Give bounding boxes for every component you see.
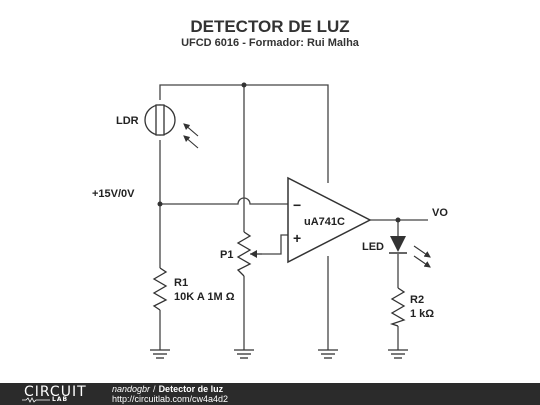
circuit-title-link[interactable]: Detector de luz — [158, 384, 224, 394]
circuitlab-logo[interactable]: CIRCUIT — [24, 384, 87, 400]
opamp-label: uA741C — [304, 216, 345, 228]
ground-icon-p1 — [234, 349, 254, 359]
p1-label: P1 — [220, 249, 233, 261]
footer-bar: CIRCUIT LAB nandogbr/Detector de luz htt… — [0, 383, 540, 405]
junction-dot-ldr — [157, 201, 163, 207]
wire-wiper-to-plus — [250, 234, 288, 255]
r1-resistor-symbol — [152, 267, 168, 311]
junction-dot-top — [241, 82, 247, 88]
footer-author-line: nandogbr/Detector de luz — [112, 384, 223, 394]
ldr-symbol — [144, 104, 199, 149]
r2-name-label: R2 — [410, 294, 424, 306]
ldr-label: LDR — [116, 115, 139, 127]
r2-resistor-symbol — [389, 287, 406, 327]
output-label: VO — [432, 207, 448, 219]
supply-label: +15V/0V — [92, 188, 135, 200]
led-label: LED — [362, 241, 384, 253]
ground-icon-opamp — [318, 349, 338, 359]
circuit-url-link[interactable]: http://circuitlab.com/cw4a4d2 — [112, 394, 229, 404]
diagram-subtitle: UFCD 6016 - Formador: Rui Malha — [181, 37, 359, 49]
junction-dots — [157, 82, 401, 223]
ground-symbols — [150, 349, 408, 359]
footer-separator: / — [153, 384, 156, 394]
r2-value-label: 1 kΩ — [410, 308, 434, 320]
circuit-schematic: LDR +15V/0V R1 10K A 1M Ω P1 uA741C − + … — [92, 82, 448, 359]
opamp-plus-label: + — [293, 230, 301, 246]
opamp-symbol — [287, 176, 372, 264]
circuitlab-logo-sub: LAB — [52, 396, 69, 403]
wires — [159, 84, 428, 350]
ground-icon-r1 — [150, 349, 170, 359]
r1-name-label: R1 — [174, 277, 188, 289]
diagram-title: DETECTOR DE LUZ — [190, 17, 350, 36]
wire-to-inverting-input — [160, 197, 288, 205]
led-symbol — [389, 236, 431, 268]
author-link[interactable]: nandogbr — [112, 384, 151, 394]
ground-icon-r2 — [388, 349, 408, 359]
opamp-minus-label: − — [293, 197, 301, 213]
junction-dot-output — [395, 217, 401, 223]
logo-waveform-icon — [22, 397, 50, 403]
r1-value-label: 10K A 1M Ω — [174, 291, 235, 303]
p1-potentiometer-symbol — [236, 231, 262, 277]
